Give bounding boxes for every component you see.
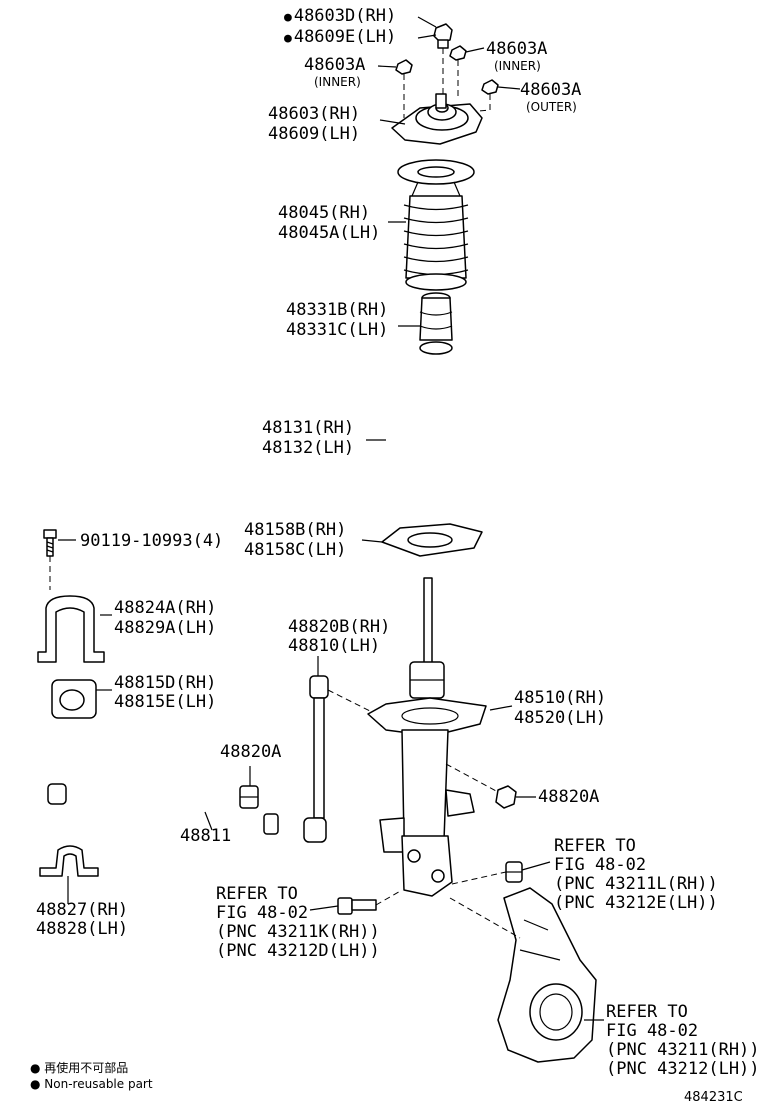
legend-en: ● Non-reusable part	[30, 1077, 153, 1091]
label-absorber-rh: 48510(RH)	[514, 688, 607, 708]
stabilizer-bar-icon	[7, 733, 283, 835]
label-bumper-lh: 48331C(LH)	[286, 320, 389, 340]
label-spring-lh: 48132(LH)	[262, 438, 355, 458]
dust-boot-icon	[397, 159, 475, 291]
ref-knuckle-line-4: (PNC 43212(LH))	[606, 1059, 760, 1079]
stabilizer-link-icon	[303, 675, 329, 843]
nut-48603d-icon	[433, 23, 453, 49]
link-nut-left-icon	[239, 785, 259, 809]
label-link-rh: 48820B(RH)	[288, 617, 391, 637]
label-lower-bracket-rh: 48827(RH)	[36, 900, 129, 920]
label-nut-outer: 48603A	[520, 80, 582, 100]
bolt-90119-icon	[43, 529, 57, 557]
nut-inner-left-icon	[395, 59, 413, 75]
ref-nut-line-4: (PNC 43212E(LH))	[554, 893, 718, 913]
ref-bolt-line-2: FIG 48-02	[216, 903, 309, 923]
spring-seat-icon	[381, 523, 483, 557]
label-support-rh: 48603(RH)	[268, 104, 361, 124]
ref-nut-line-3: (PNC 43211L(RH))	[554, 874, 718, 894]
bullet-icon: ●	[30, 1061, 45, 1075]
knuckle-bolt-icon	[337, 897, 377, 915]
label-bushing-lh: 48815E(LH)	[114, 692, 217, 712]
ref-knuckle-line-1: REFER TO	[606, 1002, 688, 1022]
label-stabilizer-bar: 48811	[180, 826, 232, 846]
stabilizer-bracket-icon	[37, 595, 105, 663]
label-nut-inner-right: 48603A	[486, 39, 548, 59]
steering-knuckle-icon	[497, 887, 597, 1063]
link-nut-right-icon	[495, 785, 517, 809]
label-support-lh: 48609(LH)	[268, 124, 361, 144]
label-absorber-lh: 48520(LH)	[514, 708, 607, 728]
label-bushing-rh: 48815D(RH)	[114, 673, 217, 693]
strut-support-icon	[391, 93, 483, 145]
label-spring-rh: 48131(RH)	[262, 418, 355, 438]
bump-stopper-icon	[419, 292, 453, 355]
label-bumper-rh: 48331B(RH)	[286, 300, 389, 320]
ref-bolt-line-3: (PNC 43211K(RH))	[216, 922, 380, 942]
label-inner-right-note: (INNER)	[494, 59, 541, 73]
label-bracket-rh: 48824A(RH)	[114, 598, 217, 618]
label-link-lh: 48810(LH)	[288, 636, 381, 656]
label-bracket-lh: 48829A(LH)	[114, 618, 217, 638]
ref-bolt-line-4: (PNC 43212D(LH))	[216, 941, 380, 961]
figure-id: 484231C	[684, 1090, 743, 1105]
label-nut-inner-left: 48603A	[304, 55, 366, 75]
ref-knuckle-line-3: (PNC 43211(RH))	[606, 1040, 760, 1060]
ref-nut-line-1: REFER TO	[554, 836, 636, 856]
label-boot-lh: 48045A(LH)	[278, 223, 381, 243]
label-nut-lh: 48609E(LH)	[284, 27, 396, 49]
stabilizer-bushing-icon	[51, 679, 97, 719]
nut-outer-icon	[481, 79, 499, 95]
label-link-nut-right: 48820A	[538, 787, 600, 807]
label-seat-rh: 48158B(RH)	[244, 520, 347, 540]
label-nut-rh: 48603D(RH)	[284, 6, 396, 28]
shock-absorber-icon	[367, 577, 487, 897]
legend-jp: ● 再使用不可部品	[30, 1061, 129, 1075]
label-lower-bracket-lh: 48828(LH)	[36, 919, 129, 939]
knuckle-nut-icon	[505, 861, 523, 883]
label-link-nut-left: 48820A	[220, 742, 282, 762]
bullet-icon: ●	[30, 1077, 45, 1091]
nut-inner-right-icon	[449, 45, 467, 61]
lower-bracket-icon	[39, 845, 99, 877]
label-outer-note: (OUTER)	[526, 100, 577, 114]
label-bolt: 90119-10993(4)	[80, 531, 224, 551]
ref-knuckle-line-2: FIG 48-02	[606, 1021, 699, 1041]
label-boot-rh: 48045(RH)	[278, 203, 371, 223]
ref-bolt-line-1: REFER TO	[216, 884, 298, 904]
label-seat-lh: 48158C(LH)	[244, 540, 347, 560]
coil-spring-icon	[384, 368, 488, 508]
ref-nut-line-2: FIG 48-02	[554, 855, 647, 875]
label-inner-left-note: (INNER)	[314, 75, 361, 89]
